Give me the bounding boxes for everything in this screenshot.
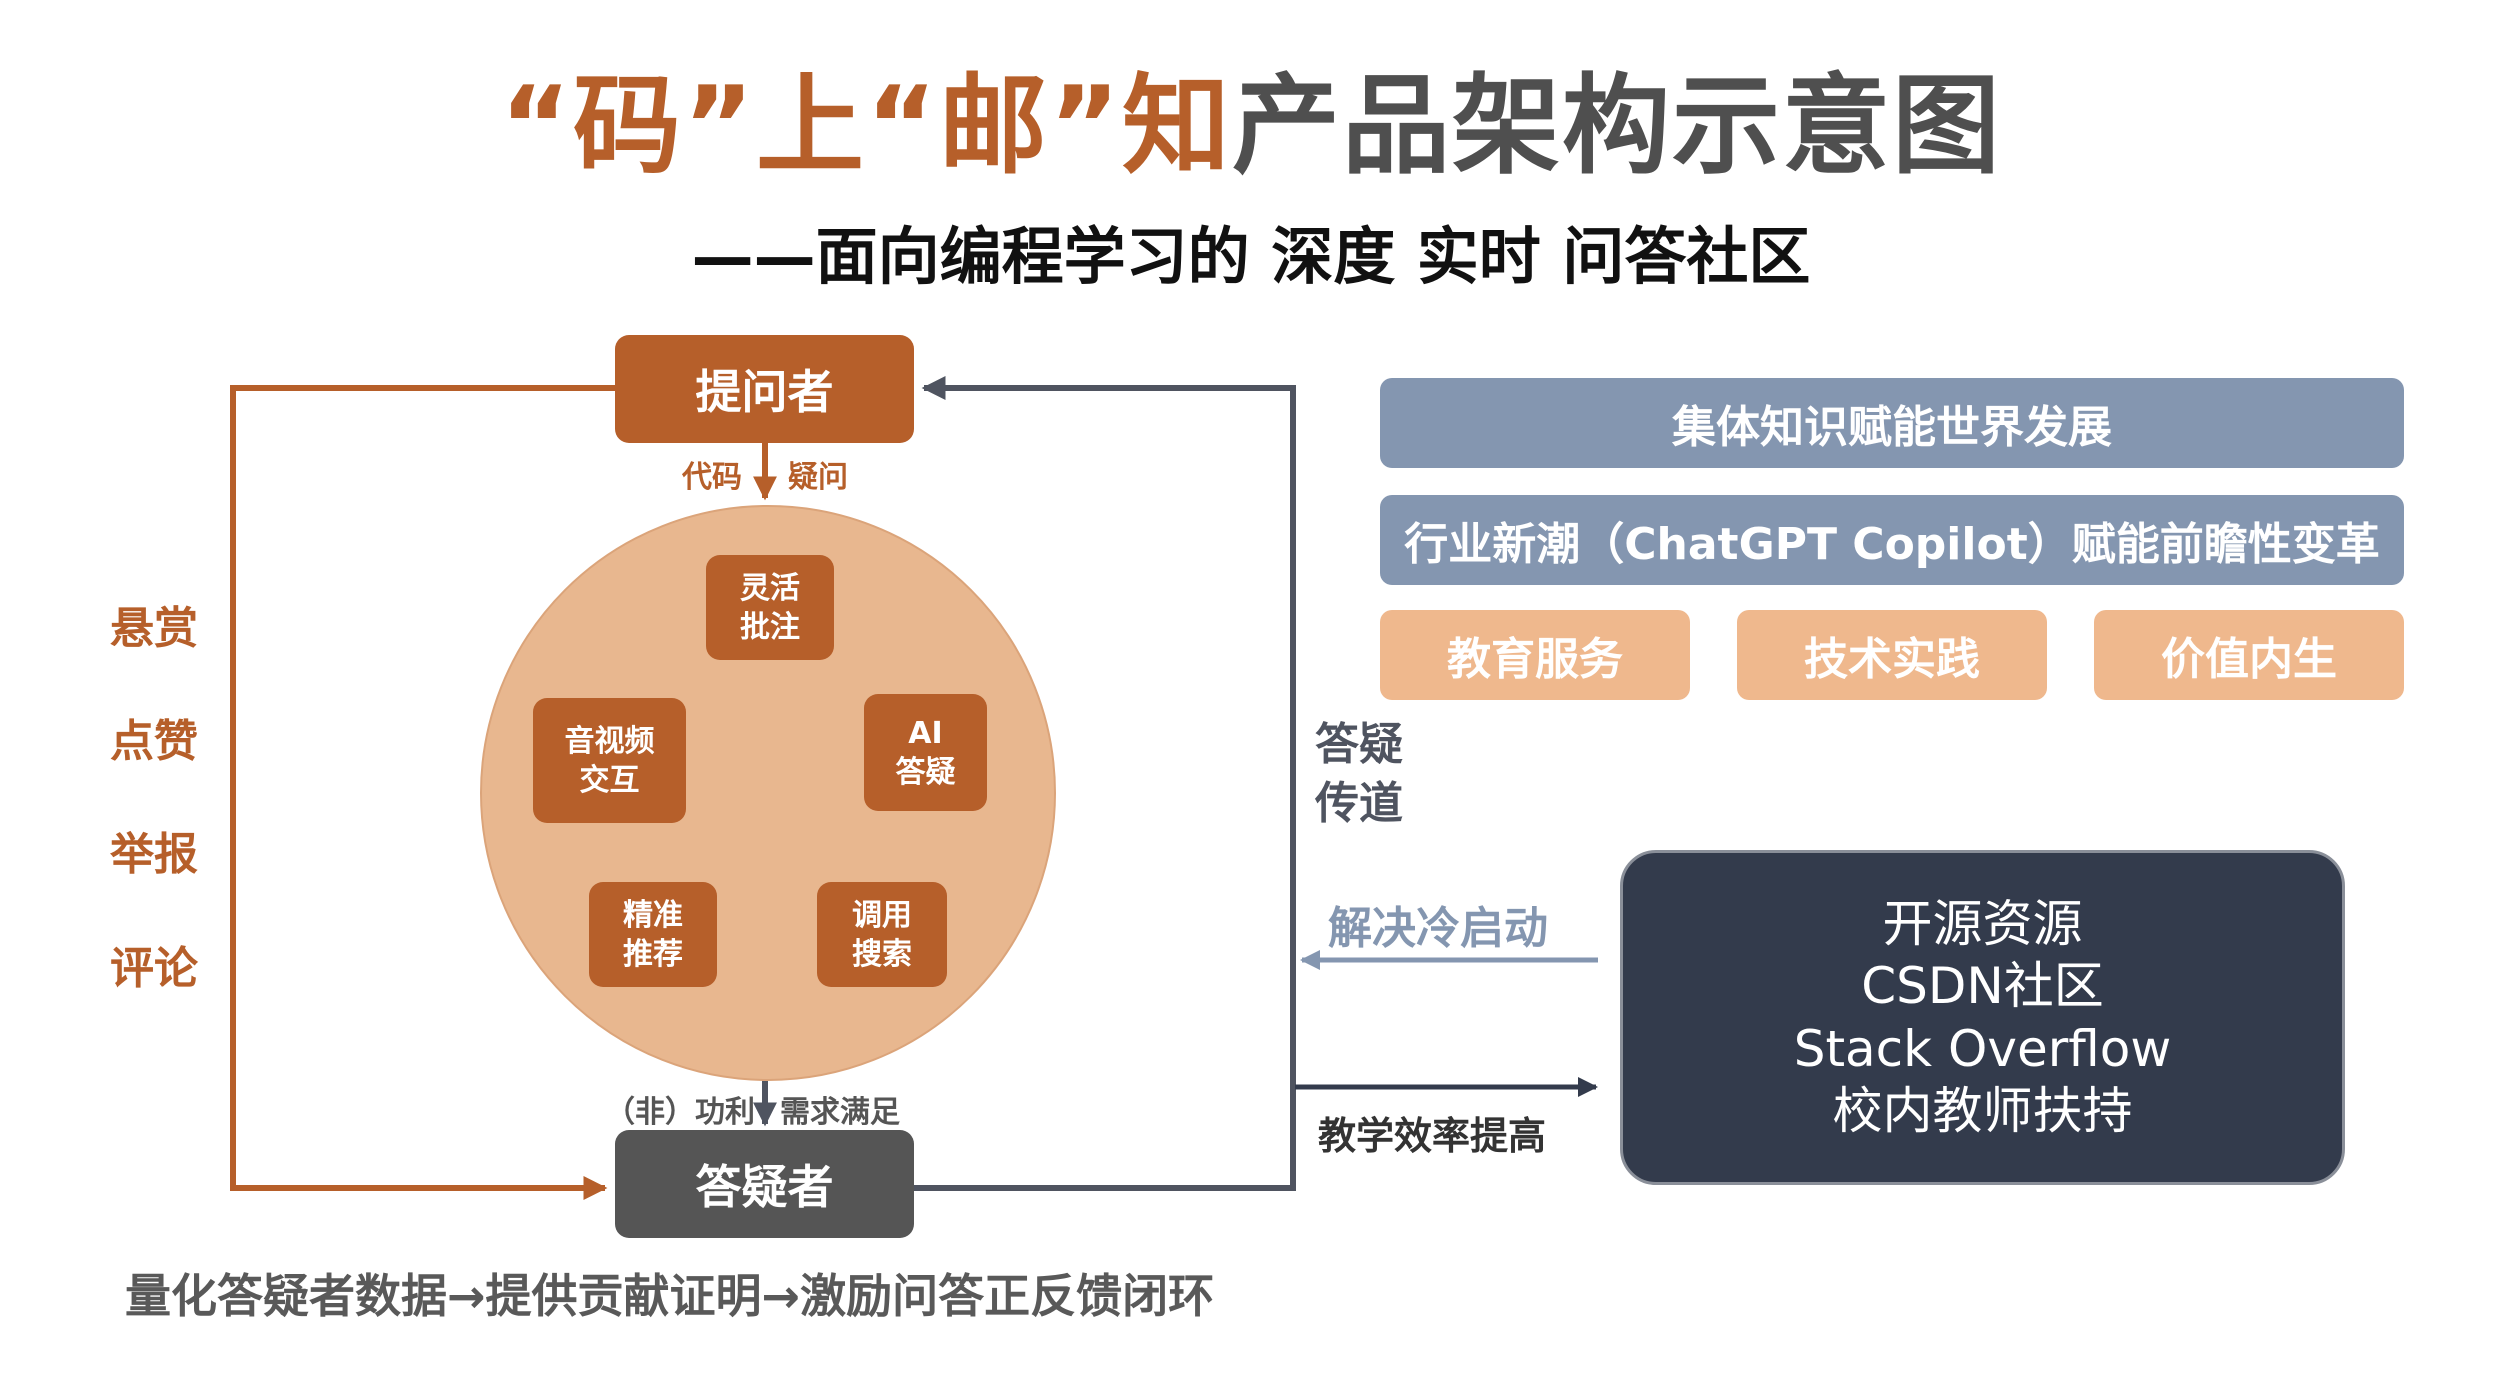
answerer-node: 答疑者 xyxy=(615,1130,914,1238)
page-subtitle: ——面向编程学习的 深度 实时 问答社区 xyxy=(691,220,1811,293)
label-code: 代码 xyxy=(682,460,742,495)
resource-item: CSDN社区 xyxy=(1861,957,2104,1015)
feature-annotation: 灵活批注 xyxy=(706,555,834,660)
efficiency-label: 教学效率提高 xyxy=(1318,1114,1547,1158)
qa-loop-line xyxy=(914,376,1296,1191)
incentive-comment: 评论 xyxy=(110,943,198,994)
qa-teaching-label: 答疑 传道 xyxy=(1315,719,1403,830)
feature-av-interaction: 音视频交互 xyxy=(533,698,686,823)
cold-start-label: 解决冷启动 xyxy=(1328,903,1548,954)
incentive-report: 举报 xyxy=(110,829,198,880)
resource-item: Stack Overflow xyxy=(1793,1019,2172,1078)
vision-band-collective: 集体知识赋能世界发展 xyxy=(1380,378,2404,468)
incentive-loop-line xyxy=(230,385,615,1200)
page-title: “码”上“邮”知产品架构示意图 xyxy=(499,64,2002,189)
asker-node: 提问者 xyxy=(615,335,914,443)
resource-item: 校内教师扶持 xyxy=(1832,1082,2133,1140)
vision-band-industry: 行业新潮（ChatGPT Copilot）赋能前瞻性变革 xyxy=(1380,495,2404,585)
tile-value: 价值内生 xyxy=(2094,610,2404,700)
incentive-like: 点赞 xyxy=(110,716,198,767)
label-question: 疑问 xyxy=(788,460,848,495)
incentive-bounty: 悬赏 xyxy=(110,603,198,654)
tile-practice: 技术实践 xyxy=(1737,610,2047,700)
resources-box: 开源资源 CSDN社区 Stack Overflow 校内教师扶持 xyxy=(1620,850,2345,1185)
feature-recommendation: 精准推荐 xyxy=(589,882,717,987)
resource-item: 开源资源 xyxy=(1882,894,2083,953)
label-needs-met: 需求满足 xyxy=(780,1095,900,1130)
label-utilitarian: （非）功利 xyxy=(605,1095,755,1130)
footer-flow: 量化答疑者数据→提供贡献证明→激励问答正反馈闭环 xyxy=(125,1269,1215,1323)
tile-education: 教育服务 xyxy=(1380,610,1690,700)
feature-search: 调用搜索 xyxy=(817,882,947,987)
